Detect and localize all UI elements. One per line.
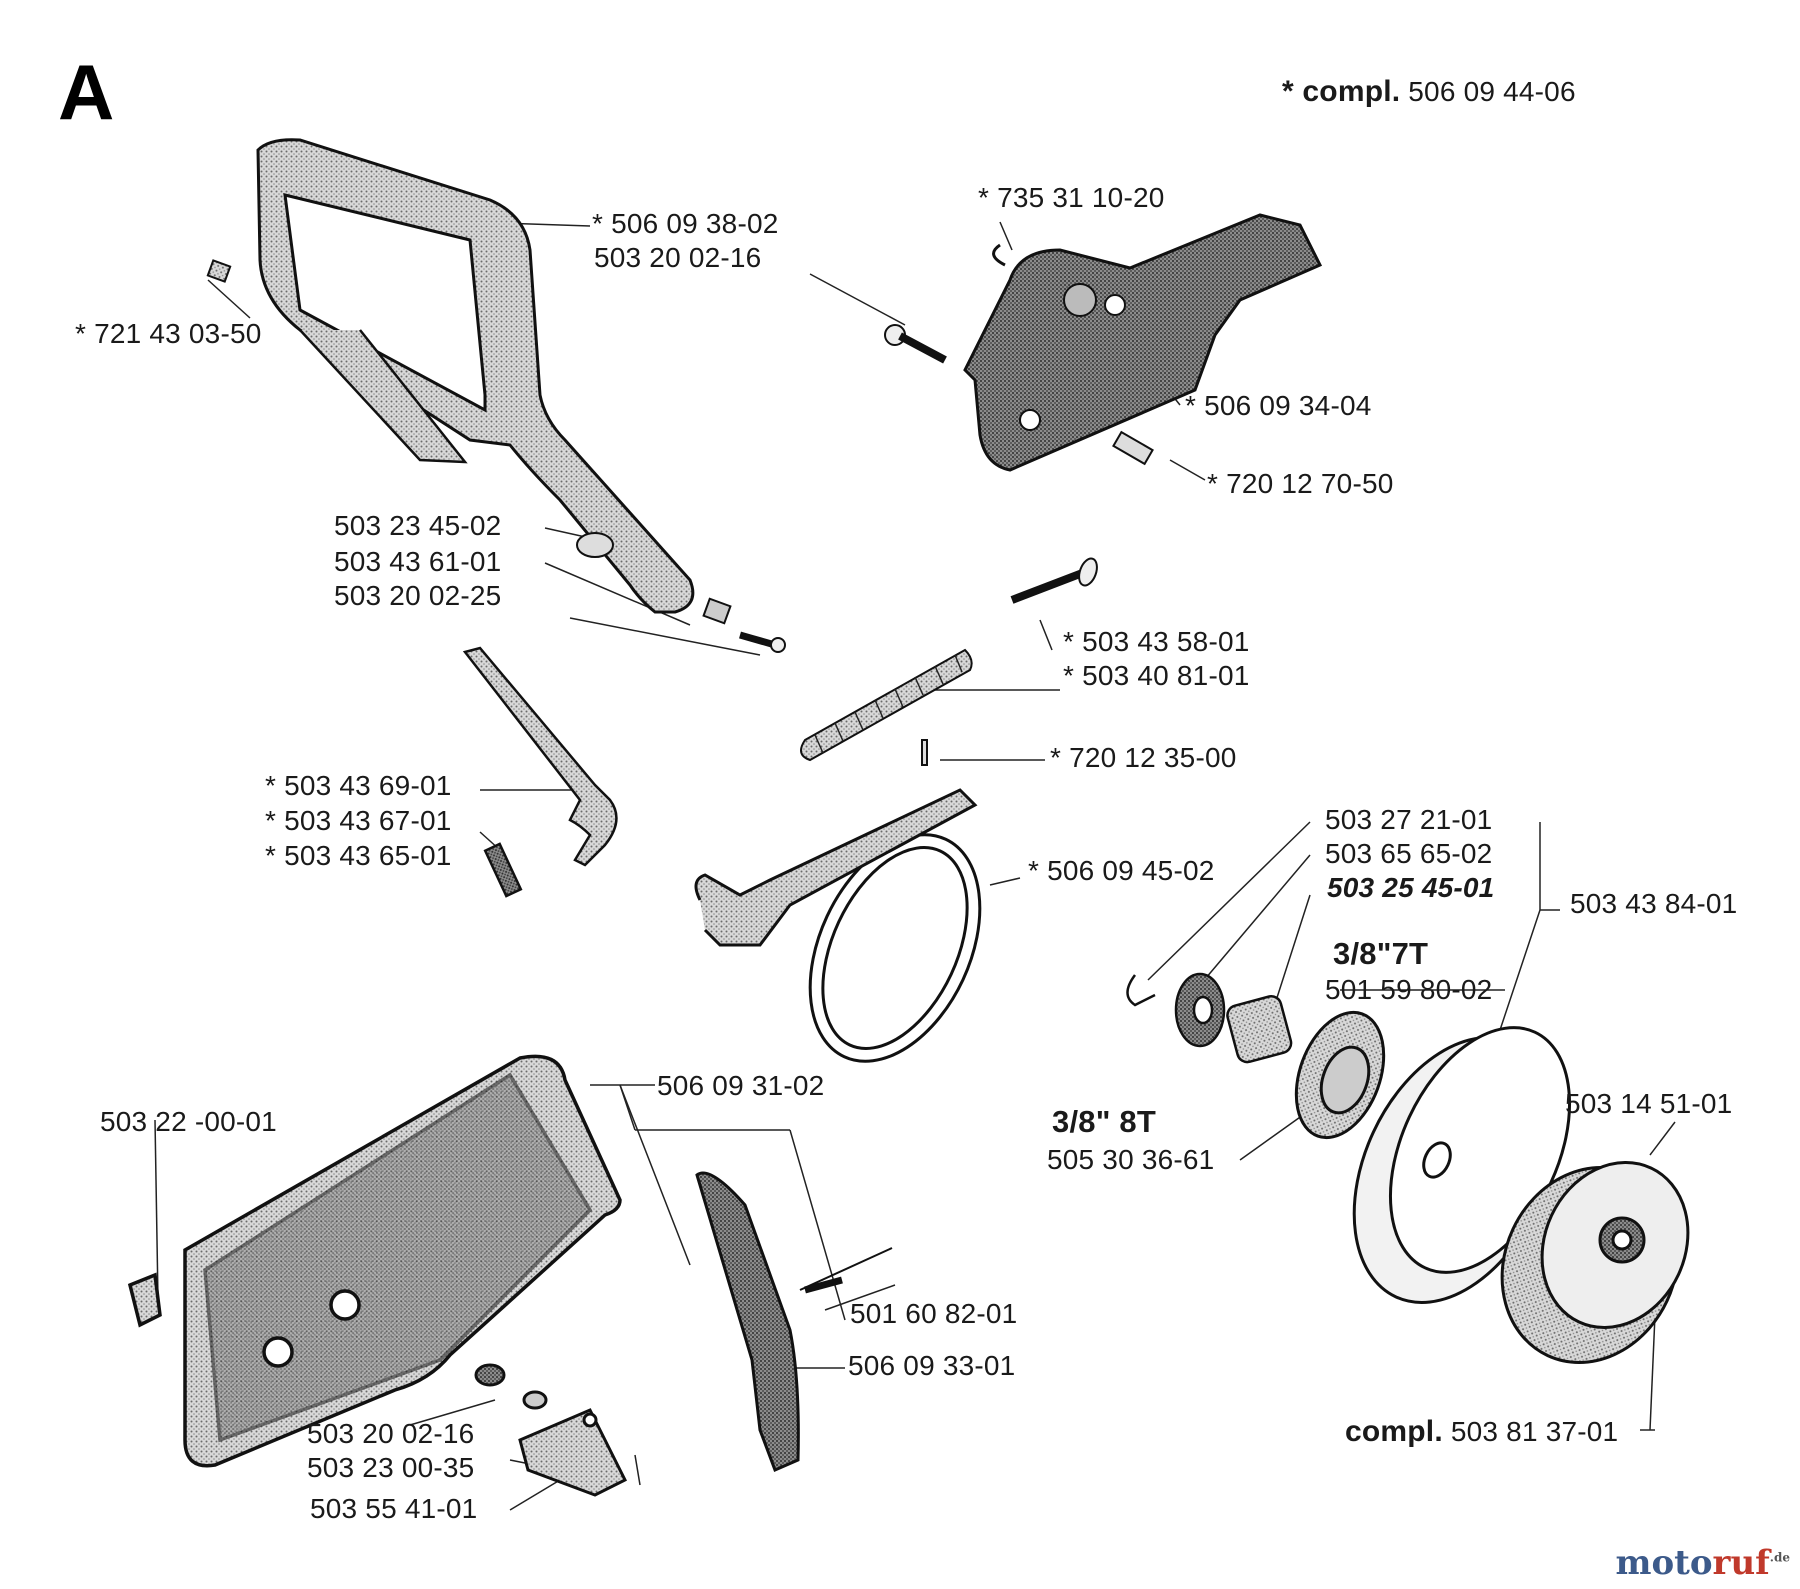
label-sprocket-8t-title: 3/8" 8T bbox=[1052, 1104, 1156, 1139]
label-brake-housing: * 506 09 34-04 bbox=[1185, 390, 1372, 421]
label-washer-1: 503 23 45-02 bbox=[334, 510, 502, 541]
clutch-compl-number: 503 81 37-01 bbox=[1450, 1416, 1619, 1447]
label-pin-small: * 721 43 03-50 bbox=[75, 318, 262, 349]
pin-and-spring-part bbox=[801, 556, 1100, 765]
label-bottom-3: 503 55 41-01 bbox=[310, 1493, 478, 1524]
label-clutch-compl: compl. 503 81 37-01 bbox=[1345, 1416, 1618, 1448]
label-cover-nut: 503 22 -00-01 bbox=[100, 1106, 277, 1137]
clutch-shoe-part bbox=[1471, 1138, 1715, 1391]
label-sprocket-7t-title: 3/8"7T bbox=[1333, 936, 1429, 971]
clutch-cover-part bbox=[130, 1056, 620, 1465]
clutch-washer-bearing-part bbox=[1128, 974, 1294, 1064]
label-cover: 506 09 31-02 bbox=[657, 1070, 825, 1101]
label-clutch-shoe: 503 14 51-01 bbox=[1565, 1088, 1733, 1119]
label-clutch-small-1: 503 27 21-01 bbox=[1325, 804, 1493, 835]
label-sprocket-7t: 501 59 80-02 bbox=[1325, 974, 1493, 1005]
label-drum: 503 43 84-01 bbox=[1570, 888, 1738, 919]
assembly-part-number: 506 09 44-06 bbox=[1408, 76, 1576, 107]
label-roll-pin: * 720 12 35-00 bbox=[1050, 742, 1237, 773]
brake-lever-part bbox=[465, 648, 616, 896]
label-guide-plate: 506 09 33-01 bbox=[848, 1350, 1016, 1381]
label-sleeve: * 720 12 70-50 bbox=[1207, 468, 1394, 499]
hand-guard-part bbox=[208, 140, 693, 612]
watermark-logo: motoruf.de bbox=[1615, 1543, 1790, 1583]
label-handle-guard-2: 503 20 02-16 bbox=[594, 242, 762, 273]
assembly-number: * compl. 506 09 44-06 bbox=[1282, 76, 1576, 108]
guide-plate-part bbox=[697, 1173, 892, 1470]
label-needle-bearing: 503 25 45-01 bbox=[1327, 872, 1495, 903]
label-sprocket-8t: 505 30 36-61 bbox=[1047, 1144, 1215, 1175]
label-lever-2: * 503 43 67-01 bbox=[265, 805, 452, 836]
sprocket-part bbox=[1280, 1000, 1400, 1150]
label-clutch-small-2: 503 65 65-02 bbox=[1325, 838, 1493, 869]
handle-fasteners-part bbox=[576, 532, 786, 653]
label-brake-band: * 506 09 45-02 bbox=[1028, 855, 1215, 886]
brake-band-part bbox=[696, 790, 1014, 1088]
label-lever-3: * 503 43 65-01 bbox=[265, 840, 452, 871]
label-washer-2: 503 43 61-01 bbox=[334, 546, 502, 577]
label-pin: * 503 43 58-01 bbox=[1063, 626, 1250, 657]
label-clip: * 735 31 10-20 bbox=[978, 182, 1165, 213]
label-handle-guard-1: * 506 09 38-02 bbox=[592, 208, 779, 239]
label-rivet: 501 60 82-01 bbox=[850, 1298, 1018, 1329]
assembly-compl-prefix: * compl. bbox=[1282, 75, 1401, 108]
label-lever-1: * 503 43 69-01 bbox=[265, 770, 452, 801]
section-letter: A bbox=[58, 48, 115, 136]
label-washer-3: 503 20 02-25 bbox=[334, 580, 502, 611]
label-bottom-1: 503 20 02-16 bbox=[307, 1418, 475, 1449]
brake-housing-part bbox=[885, 215, 1320, 470]
clutch-compl-prefix: compl. bbox=[1345, 1415, 1443, 1448]
leader-lines bbox=[154, 221, 1676, 1511]
bottom-bracket-part bbox=[476, 1365, 625, 1495]
label-bottom-2: 503 23 00-35 bbox=[307, 1452, 475, 1483]
clutch-drum-part bbox=[1314, 999, 1605, 1335]
label-spring: * 503 40 81-01 bbox=[1063, 660, 1250, 691]
